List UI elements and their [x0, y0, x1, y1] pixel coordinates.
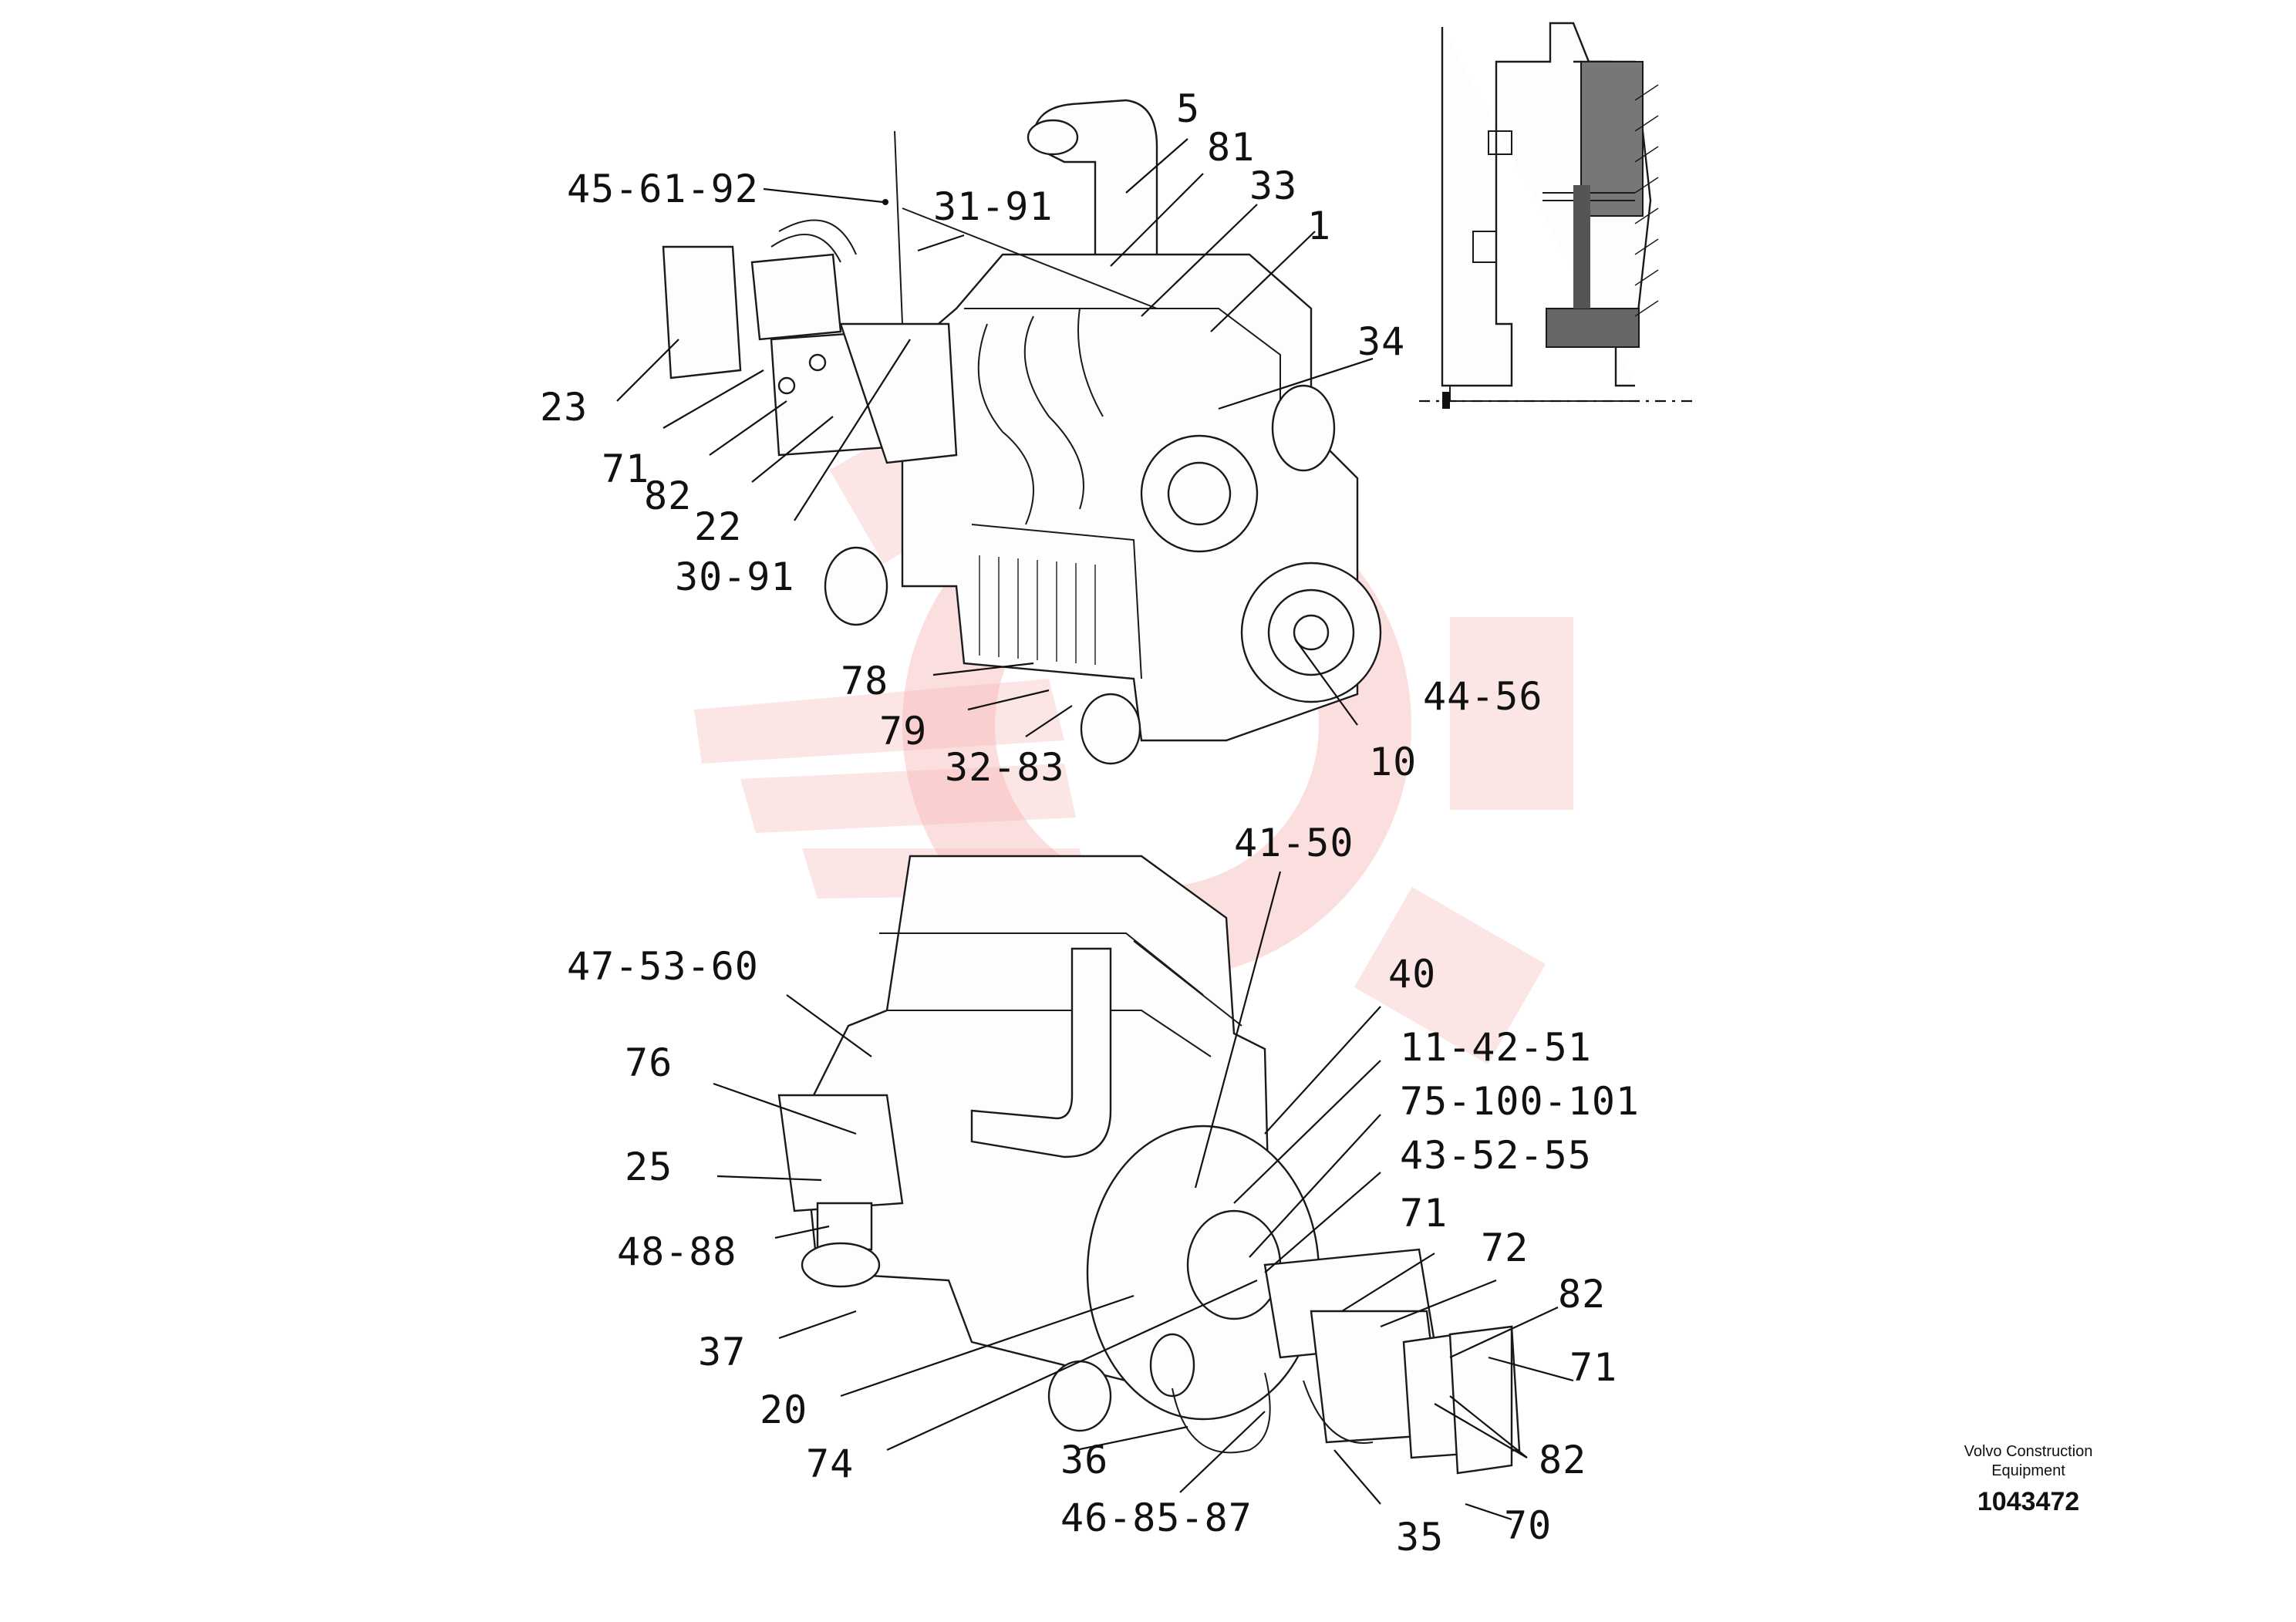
callout-25: 25 [625, 1145, 673, 1189]
callout-43-52-55: 43-52-55 [1400, 1133, 1592, 1178]
callout-48-88: 48-88 [617, 1229, 737, 1274]
callout-75-100-101: 75-100-101 [1400, 1079, 1640, 1124]
callout-70: 70 [1504, 1503, 1552, 1548]
callout-5: 5 [1176, 86, 1200, 131]
callout-22: 22 [694, 504, 742, 549]
section-detail [1419, 22, 1697, 409]
drawing-number: 1043472 [1977, 1487, 2080, 1516]
callout-76: 76 [625, 1040, 673, 1085]
callout-82-c: 82 [1539, 1438, 1586, 1482]
leader-lines [616, 138, 1574, 1521]
callout-71-b: 71 [1400, 1191, 1448, 1236]
callout-44-56: 44-56 [1423, 674, 1543, 719]
callout-47-53-60: 47-53-60 [567, 944, 759, 989]
callout-82: 82 [644, 474, 692, 518]
manufacturer-name: Volvo Construction Equipment [1964, 1443, 2093, 1479]
callout-30-91: 30-91 [675, 555, 795, 599]
title-block: Volvo Construction Equipment 1043472 [1944, 1442, 2113, 1517]
callout-72: 72 [1481, 1226, 1529, 1270]
callout-45-61-92: 45-61-92 [567, 167, 759, 211]
callout-36: 36 [1060, 1438, 1108, 1482]
callout-41-50: 41-50 [1234, 821, 1354, 865]
callout-81: 81 [1207, 125, 1255, 170]
callout-23: 23 [540, 385, 588, 430]
callout-34: 34 [1357, 319, 1405, 364]
upper-engine-assembly [662, 99, 1382, 765]
callout-labels: 45-61-92 31-91 5 81 33 1 34 23 71 82 22 … [540, 86, 1640, 1560]
callout-37: 37 [698, 1330, 746, 1374]
callout-11-42-51: 11-42-51 [1400, 1025, 1592, 1070]
callout-79: 79 [879, 709, 927, 754]
callout-1: 1 [1307, 204, 1331, 248]
lower-engine-assembly [777, 855, 1521, 1475]
callout-20: 20 [760, 1388, 807, 1432]
callout-74: 74 [806, 1442, 854, 1486]
callout-32-83: 32-83 [945, 745, 1065, 790]
callout-78: 78 [841, 659, 888, 703]
callout-71-c: 71 [1569, 1345, 1617, 1390]
callout-71: 71 [602, 447, 649, 491]
callout-82-b: 82 [1558, 1272, 1606, 1317]
callout-35: 35 [1396, 1515, 1444, 1560]
callout-40: 40 [1388, 952, 1436, 996]
callout-33: 33 [1249, 164, 1297, 208]
callout-10: 10 [1369, 740, 1417, 784]
callout-31-91: 31-91 [933, 184, 1054, 229]
callout-46-85-87: 46-85-87 [1060, 1496, 1253, 1540]
